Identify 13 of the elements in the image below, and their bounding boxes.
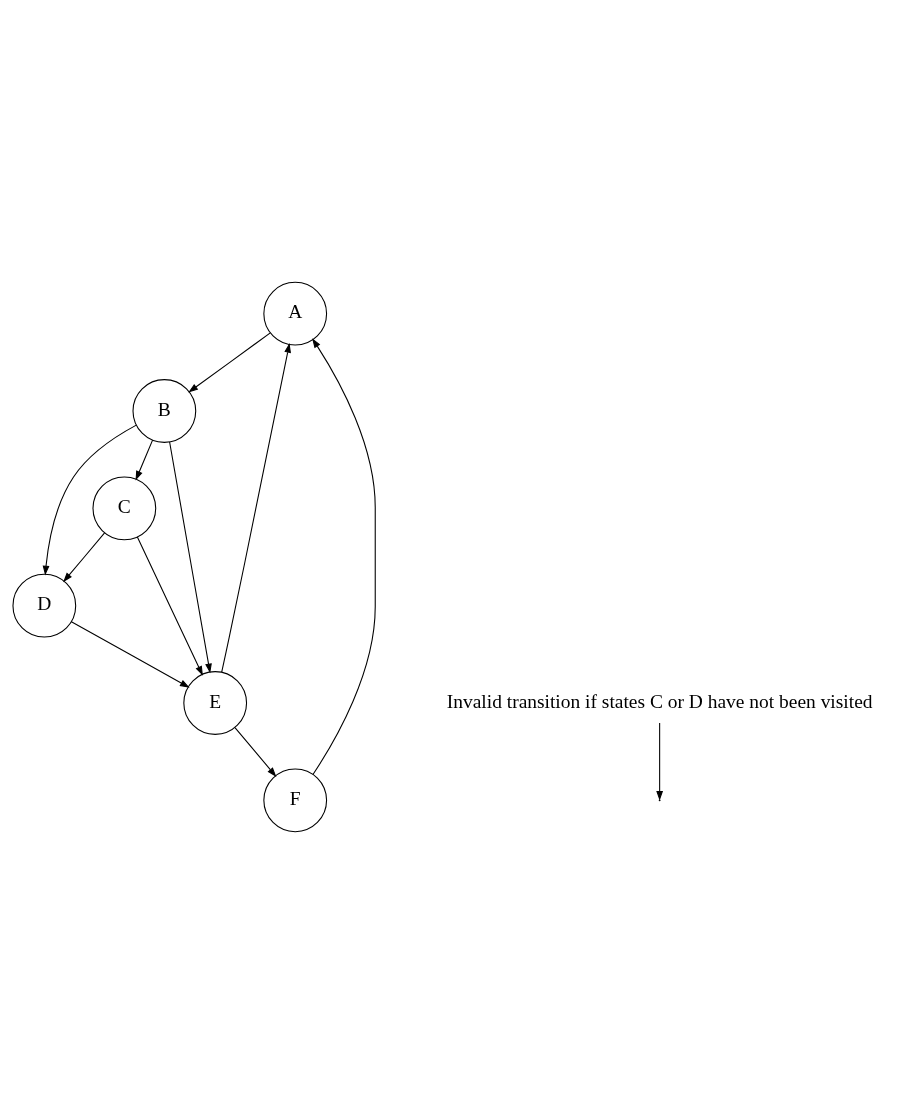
arrow xyxy=(70,620,190,688)
arrow xyxy=(312,337,376,775)
arrow xyxy=(221,342,291,673)
node-circle: E xyxy=(183,670,248,735)
arrow xyxy=(135,439,154,481)
arrow xyxy=(42,424,137,575)
arrow xyxy=(188,331,271,392)
arrow xyxy=(63,531,106,582)
node-text: Invalid transition if states C or D have not been visited xyxy=(446,690,873,712)
node-circle: C xyxy=(92,475,157,540)
arrow xyxy=(169,440,212,673)
arrow xyxy=(136,535,203,676)
arrow xyxy=(234,726,277,777)
